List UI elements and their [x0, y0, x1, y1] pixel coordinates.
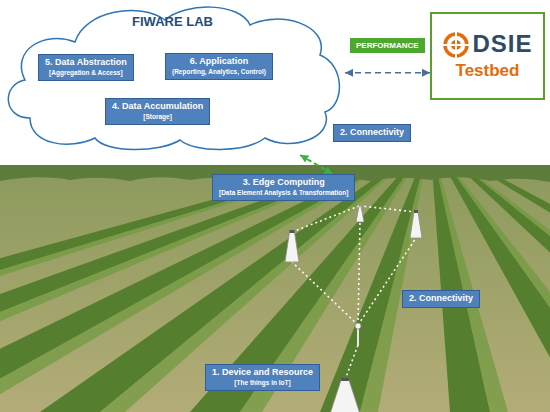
region-title: FIWARE LAB — [0, 14, 345, 29]
box-subtitle: [Data Element Analysis & Transformation] — [219, 188, 348, 197]
box-subtitle: (Reporting, Analytics, Control) — [172, 67, 266, 76]
testbed-box: DSIETestbed — [430, 12, 545, 100]
process-box: 3. Edge Computing[Data Element Analysis … — [212, 174, 355, 201]
process-box: 2. Connectivity — [333, 124, 411, 142]
connector-arrow — [345, 72, 430, 74]
logo-subtext: Testbed — [456, 60, 520, 82]
box-title: 5. Data Abstraction — [45, 57, 127, 68]
box-title: 1. Device and Resource — [212, 367, 313, 378]
box-title: 2. Connectivity — [340, 127, 404, 138]
box-title: 6. Application — [172, 56, 266, 67]
process-box: 4. Data Accumulation[Storage] — [105, 98, 210, 125]
process-box: 1. Device and Resource[The things in IoT… — [205, 364, 320, 391]
box-title: 3. Edge Computing — [219, 177, 348, 188]
process-box: 5. Data Abstraction[Aggregation & Access… — [38, 54, 134, 81]
edge-label: PERFORMANCE — [356, 41, 419, 50]
box-title: 4. Data Accumulation — [112, 101, 203, 112]
logo-text: DSIE — [472, 30, 532, 58]
process-box: 6. Application(Reporting, Analytics, Con… — [165, 53, 273, 80]
box-subtitle: [Aggregation & Access] — [45, 68, 127, 77]
box-subtitle: [Storage] — [112, 112, 203, 121]
edge-label-box: PERFORMANCE — [350, 38, 425, 53]
connector-arrow — [300, 155, 332, 174]
process-box: 2. Connectivity — [402, 290, 480, 308]
box-title: 2. Connectivity — [409, 293, 473, 304]
cloud-region: FIWARE LAB 5. Data Abstraction[Aggregatio… — [0, 0, 345, 155]
dsie-logo-icon — [442, 31, 470, 59]
box-subtitle: [The things in IoT] — [212, 378, 313, 387]
